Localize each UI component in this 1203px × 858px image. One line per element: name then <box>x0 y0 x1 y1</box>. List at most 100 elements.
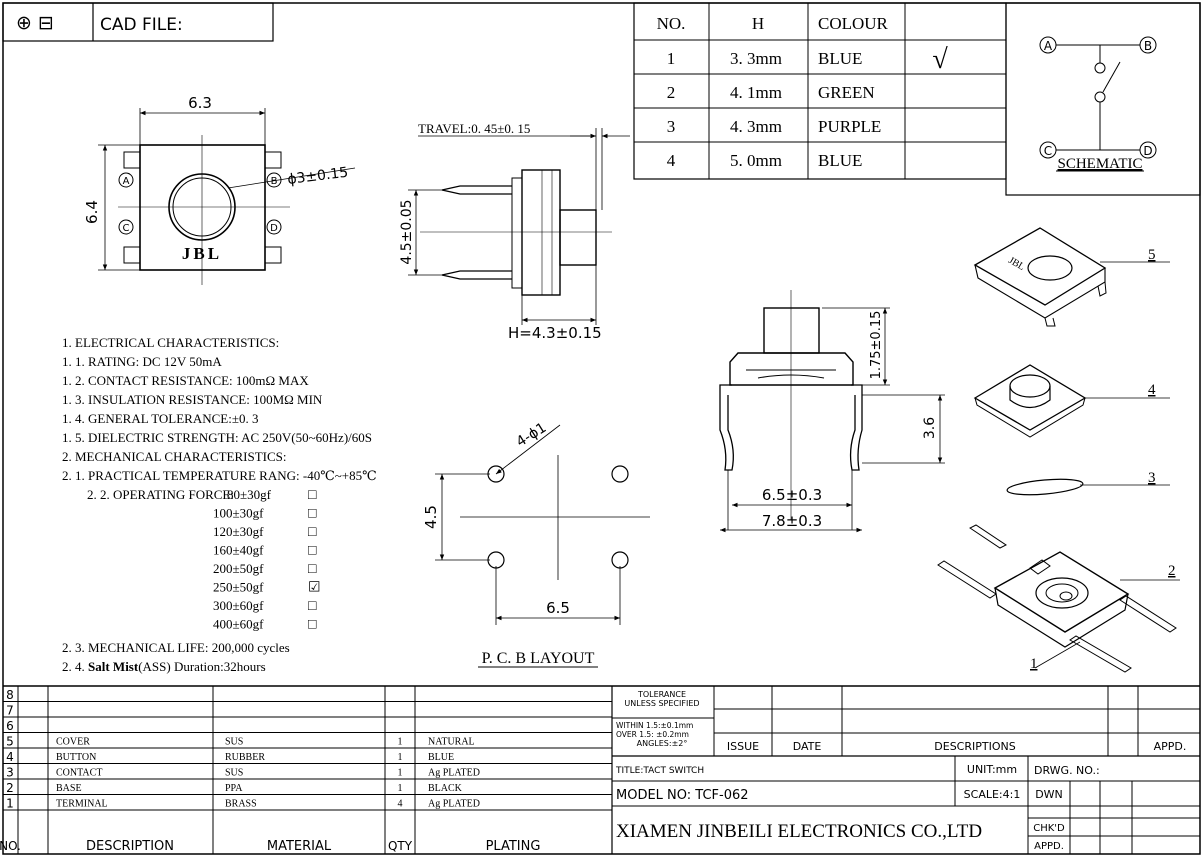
side-view: TRAVEL:0. 45±0. 15 4.5±0.05 H=4.3±0.15 <box>399 121 630 342</box>
characteristic-line: 1. 1. RATING: DC 12V 50mA <box>62 354 222 369</box>
tb-drwg-no: DRWG. NO.: <box>1034 764 1100 777</box>
front-view: 1.75±0.15 3.6 6.5±0.3 7.8±0.3 <box>719 290 945 533</box>
part-label-2: 2 <box>1168 563 1176 579</box>
bom-row-material: RUBBER <box>225 752 265 763</box>
salt-mist-line: 2. 4. Salt Mist(ASS) Duration:32hours <box>62 659 266 674</box>
part-cover-illustration: JBL 5 <box>973 227 1170 327</box>
tb-appd: APPD. <box>1154 740 1187 753</box>
part-button-illustration: 4 <box>973 364 1170 438</box>
bom-row-no: 3 <box>6 766 14 780</box>
schematic-title: SCHEMATIC <box>1057 156 1142 172</box>
bom-row-plating: BLACK <box>428 783 463 794</box>
bom-row-description: BASE <box>56 783 82 794</box>
tb-descriptions: DESCRIPTIONS <box>934 740 1015 753</box>
operating-force-checkbox: □ <box>308 618 317 633</box>
bom-row-material: SUS <box>225 768 243 779</box>
spec-row-no: 3 <box>667 117 676 136</box>
bom-row-no: 6 <box>6 719 14 733</box>
operating-force-value: 300±60gf <box>213 598 264 613</box>
bom-row-description: COVER <box>56 737 90 748</box>
spec-row-colour: PURPLE <box>818 117 881 136</box>
front-outer-width: 7.8±0.3 <box>762 512 822 530</box>
top-width-dim: 6.3 <box>188 94 212 112</box>
tb-over: OVER 1.5: ±0.2mm <box>616 730 689 739</box>
bom-row-no: 4 <box>6 750 14 764</box>
spec-row-no: 4 <box>667 151 676 170</box>
tb-unit: UNIT:mm <box>967 763 1017 776</box>
characteristic-line: 1. ELECTRICAL CHARACTERISTICS: <box>62 335 279 350</box>
bom-header-plating: PLATING <box>486 839 541 854</box>
tb-tolerance-1: TOLERANCE <box>637 690 686 699</box>
operating-force-checkbox: □ <box>308 544 317 559</box>
bom-row-plating: BLUE <box>428 752 454 763</box>
exploded-parts: JBL 5 4 3 <box>937 227 1180 673</box>
side-travel: TRAVEL:0. 45±0. 15 <box>418 121 530 136</box>
schematic-pin-b: B <box>1144 39 1152 53</box>
top-hole-dim: ϕ3±0.15 <box>287 165 350 188</box>
characteristic-line: 2. 1. PRACTICAL TEMPERATURE RANG: -40℃~+… <box>62 468 377 483</box>
bom-row-qty: 1 <box>398 783 403 794</box>
tb-title: TITLE:TACT SWITCH <box>615 766 704 776</box>
operating-force-label: 2. 2. OPERATING FORCE: <box>87 487 234 502</box>
spec-header-h: H <box>752 14 764 33</box>
top-height-dim: 6.4 <box>83 200 101 224</box>
schematic-pin-a: A <box>1044 39 1053 53</box>
tb-dwn: DWN <box>1035 788 1063 801</box>
spec-row-colour: GREEN <box>818 83 875 102</box>
spec-row-h: 5. 0mm <box>730 151 782 170</box>
spec-row-no: 2 <box>667 83 676 102</box>
spec-row-h: 3. 3mm <box>730 49 782 68</box>
characteristic-line: 2. MECHANICAL CHARACTERISTICS: <box>62 449 287 464</box>
top-pin-d: D <box>270 223 278 234</box>
operating-force-checkbox: □ <box>308 488 317 503</box>
life-line: 2. 3. MECHANICAL LIFE: 200,000 cycles <box>62 640 290 655</box>
front-inner-width: 6.5±0.3 <box>762 486 822 504</box>
front-side-dim: 3.6 <box>922 417 938 439</box>
bom-row-material: PPA <box>225 783 243 794</box>
bom-row-no: 2 <box>6 781 14 795</box>
tb-model: MODEL NO: TCF-062 <box>616 788 749 803</box>
part-contact-illustration: 3 <box>1006 470 1170 496</box>
front-top-dim: 1.75±0.15 <box>869 311 884 380</box>
pcb-vertical-dim: 4.5 <box>422 505 440 529</box>
bom-header-no: NO. <box>0 839 21 853</box>
bom-header-material: MATERIAL <box>267 839 332 854</box>
bom-row-no: 5 <box>6 735 14 749</box>
operating-force-checkbox: □ <box>308 525 317 540</box>
top-view: 6.3 6.4 ϕ3±0.15 JBL A B C D <box>83 94 356 285</box>
tb-scale: SCALE:4:1 <box>964 788 1021 801</box>
tb-tolerance-2: UNLESS SPECIFIED <box>624 699 699 708</box>
cad-header: ⊕ ⊟ CAD FILE: <box>2 2 274 42</box>
bom-row-description: CONTACT <box>56 768 102 779</box>
bom-row-plating: Ag PLATED <box>428 799 480 810</box>
spec-header-no: NO. <box>657 14 686 33</box>
bom-row-description: TERMINAL <box>56 799 108 810</box>
bom-row-qty: 1 <box>398 752 403 763</box>
cad-file-label: CAD FILE: <box>100 15 183 35</box>
operating-force-value: 160±40gf <box>213 543 264 558</box>
bom-row-material: BRASS <box>225 799 257 810</box>
characteristics: 1. ELECTRICAL CHARACTERISTICS: 1. 1. RATI… <box>62 335 377 674</box>
top-pin-c: C <box>123 223 130 234</box>
operating-force-value: 80±30gf <box>227 487 272 502</box>
part-base-illustration: 2 1 <box>937 524 1180 673</box>
part-label-4: 4 <box>1148 382 1156 398</box>
pcb-horizontal-dim: 6.5 <box>546 599 570 617</box>
pcb-layout: 4-ϕ1 4.5 6.5 P. C. B LAYOUT <box>422 420 650 668</box>
schematic: A B C D SCHEMATIC <box>1005 2 1201 196</box>
pcb-title: P. C. B LAYOUT <box>482 650 595 667</box>
spec-row-colour: BLUE <box>818 151 862 170</box>
bom-row-no: 1 <box>6 797 14 811</box>
operating-force-value: 100±30gf <box>213 506 264 521</box>
tb-within: WITHIN 1.5:±0.1mm <box>616 721 693 730</box>
cad-symbols: ⊕ ⊟ <box>16 12 54 34</box>
bom-row-qty: 1 <box>398 768 403 779</box>
top-brand-mark: JBL <box>182 244 222 263</box>
bom-header-description: DESCRIPTION <box>86 839 174 854</box>
tb-issue: ISSUE <box>727 740 759 753</box>
characteristic-line: 1. 4. GENERAL TOLERANCE:±0. 3 <box>62 411 258 426</box>
